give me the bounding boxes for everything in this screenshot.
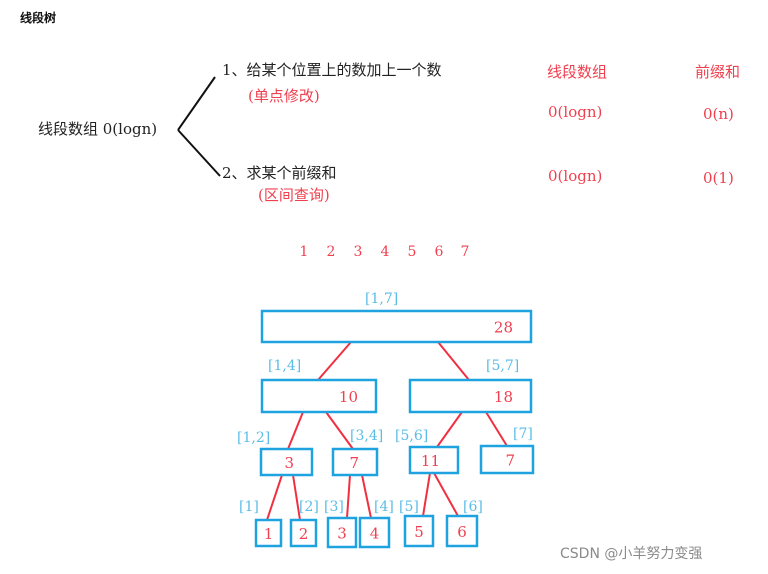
array-index: 1 <box>300 244 309 260</box>
operation-1: 1、给某个位置上的数加上一个数 <box>222 61 442 79</box>
tree-node-range: [5,6] <box>395 428 428 444</box>
tree-node-range: [3,4] <box>350 428 383 444</box>
branch-line-2 <box>177 129 221 177</box>
tree-node-box <box>260 378 378 414</box>
tree-edge <box>292 474 301 521</box>
tree-node-range: [1] <box>239 499 259 515</box>
tree-edge <box>325 411 354 450</box>
array-index: 7 <box>461 244 470 260</box>
cell-update-prefix: 0(n) <box>703 105 734 123</box>
tree-node-value: 3 <box>284 454 294 472</box>
tree-node-range: [3] <box>324 499 344 515</box>
tree-node-box <box>260 309 533 344</box>
tree-edge <box>287 411 304 450</box>
tree-node-range: [1,4] <box>268 358 301 374</box>
tree-node-value: 3 <box>337 525 347 543</box>
cell-update-segment: 0(logn) <box>548 103 603 121</box>
cell-query-segment: 0(logn) <box>548 167 603 185</box>
tree-node-range: [2] <box>299 499 319 515</box>
operation-1-note: (单点修改) <box>248 87 320 105</box>
watermark: CSDN @小羊努力变强 <box>560 546 703 562</box>
tree-node-range: [1,7] <box>365 291 398 307</box>
tree-node-box <box>254 518 283 548</box>
array-index: 2 <box>327 244 336 260</box>
tree-node-box <box>358 516 391 549</box>
tree-node-value: 6 <box>457 523 467 541</box>
cell-query-prefix: 0(1) <box>703 169 734 187</box>
tree-node-range: [4] <box>374 499 394 515</box>
tree-node-box <box>479 444 535 475</box>
tree-node-value: 18 <box>494 388 513 406</box>
tree-edge <box>422 472 431 517</box>
tree-node-box <box>403 514 435 548</box>
tree-edge <box>346 474 351 519</box>
operation-2: 2、求某个前缀和 <box>222 164 337 182</box>
tree-node-range: [5] <box>399 499 419 515</box>
segment-array-label: 线段数组 0(logn) <box>38 120 158 138</box>
array-index: 5 <box>408 244 417 260</box>
array-index: 4 <box>381 244 390 260</box>
tree-edge <box>317 341 352 381</box>
tree-node-value: 10 <box>339 388 358 406</box>
tree-node-value: 1 <box>264 525 274 543</box>
tree-node-range: [7] <box>513 426 533 442</box>
tree-node-box <box>408 378 533 414</box>
tree-node-box <box>326 516 358 549</box>
tree-node-box <box>289 518 318 548</box>
tree-edge <box>485 411 508 447</box>
header-segment-array: 线段数组 <box>547 63 608 81</box>
tree-edge <box>361 474 372 519</box>
tree-node-value: 7 <box>349 454 359 472</box>
operation-2-note: (区间查询) <box>258 186 330 204</box>
array-index: 3 <box>354 244 363 260</box>
tree-node-range: [5,7] <box>486 358 519 374</box>
segment-tree: 1 2 3 4 5 6 7 28 [1,7] 10 [1,4] 18 [5,7] 3 [1,2] 7 [3,4]… <box>237 244 535 549</box>
tree-node-value: 28 <box>494 319 513 337</box>
tree-edge <box>433 472 459 517</box>
tree-node-box <box>408 445 460 475</box>
tree-node-box <box>259 447 314 477</box>
tree-node-value: 4 <box>370 525 380 543</box>
tree-node-box <box>331 447 379 477</box>
tree-node-range: [1,2] <box>237 430 270 446</box>
tree-edge <box>436 411 463 448</box>
tree-node-value: 5 <box>414 523 424 541</box>
tree-node-range: [6] <box>463 499 483 515</box>
header-prefix-sum: 前缀和 <box>695 63 741 81</box>
array-index: 6 <box>435 244 444 260</box>
tree-edge <box>437 341 470 381</box>
tree-node-box <box>445 514 479 548</box>
tree-edge <box>266 474 283 521</box>
page-title: 线段树 <box>20 11 57 25</box>
branch-line-1 <box>177 76 216 131</box>
tree-node-value: 7 <box>505 452 515 470</box>
tree-node-value: 11 <box>421 452 440 470</box>
tree-node-value: 2 <box>299 525 309 543</box>
